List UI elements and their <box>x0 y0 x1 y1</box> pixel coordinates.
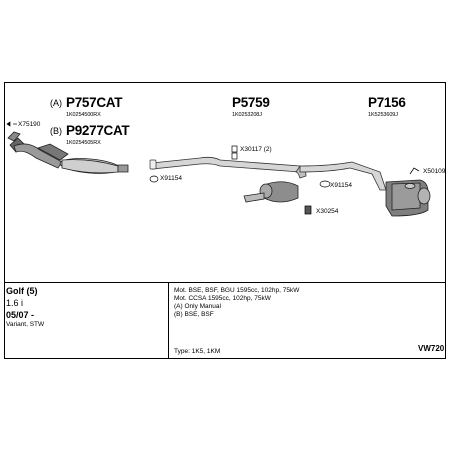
vehicle-year: 05/07 - <box>6 310 35 320</box>
rear-silencer <box>385 179 431 217</box>
part-oe-p9277cat: 1K0254505RX <box>66 140 101 146</box>
label-x50109: X50109 <box>423 168 446 175</box>
part-oe-p757cat: 1K0254500RX <box>66 112 101 118</box>
label-x75190: X75190 <box>18 121 41 128</box>
note-line-4: (B) BSE, BSF <box>174 311 214 318</box>
clamp-x30117 <box>231 145 238 160</box>
clamp-x91154-right <box>319 180 331 188</box>
note-line-1: Mot. BSE, BSF, BGU 1595cc, 102hp, 75kW <box>174 287 300 294</box>
vehicle-model: Golf (5) <box>6 286 38 296</box>
catalytic-converter <box>7 131 129 174</box>
label-x91154-left: X91154 <box>160 175 182 182</box>
sheet-frame <box>4 82 446 359</box>
part-oe-p5759: 1K0253208J <box>232 112 262 118</box>
part-variant-b: (B) <box>50 126 62 136</box>
vertical-divider <box>168 282 169 359</box>
part-oe-p7156: 1K5253609J <box>368 112 398 118</box>
note-line-3: (A) Only Manual <box>174 303 221 310</box>
label-x30254: X30254 <box>316 208 339 215</box>
part-number-p9277cat: P9277CAT <box>66 123 130 138</box>
small-pipe-fitting <box>149 159 157 170</box>
part-number-p7156: P7156 <box>368 95 406 110</box>
x75190-arrow <box>6 121 17 127</box>
vehicle-body: Variant, STW <box>6 321 45 328</box>
vehicle-engine: 1.6 i <box>6 298 24 308</box>
hanger-x30254 <box>304 205 312 215</box>
part-variant-a: (A) <box>50 98 62 108</box>
note-line-2: Mot. CCSA 1595cc, 102hp, 75kW <box>174 295 271 302</box>
type-line: Type: 1K5, 1KM <box>174 348 221 355</box>
middle-silencer <box>243 181 299 203</box>
reference-code: VW720 <box>418 344 445 353</box>
part-number-p757cat: P757CAT <box>66 95 123 110</box>
label-x30117: X30117 (2) <box>240 146 272 153</box>
label-x91154-right: X91154 <box>330 182 352 189</box>
horizontal-divider <box>4 282 446 283</box>
part-number-p5759: P5759 <box>232 95 270 110</box>
x50109-arrow <box>409 167 420 175</box>
clamp-x91154-left <box>149 175 159 183</box>
